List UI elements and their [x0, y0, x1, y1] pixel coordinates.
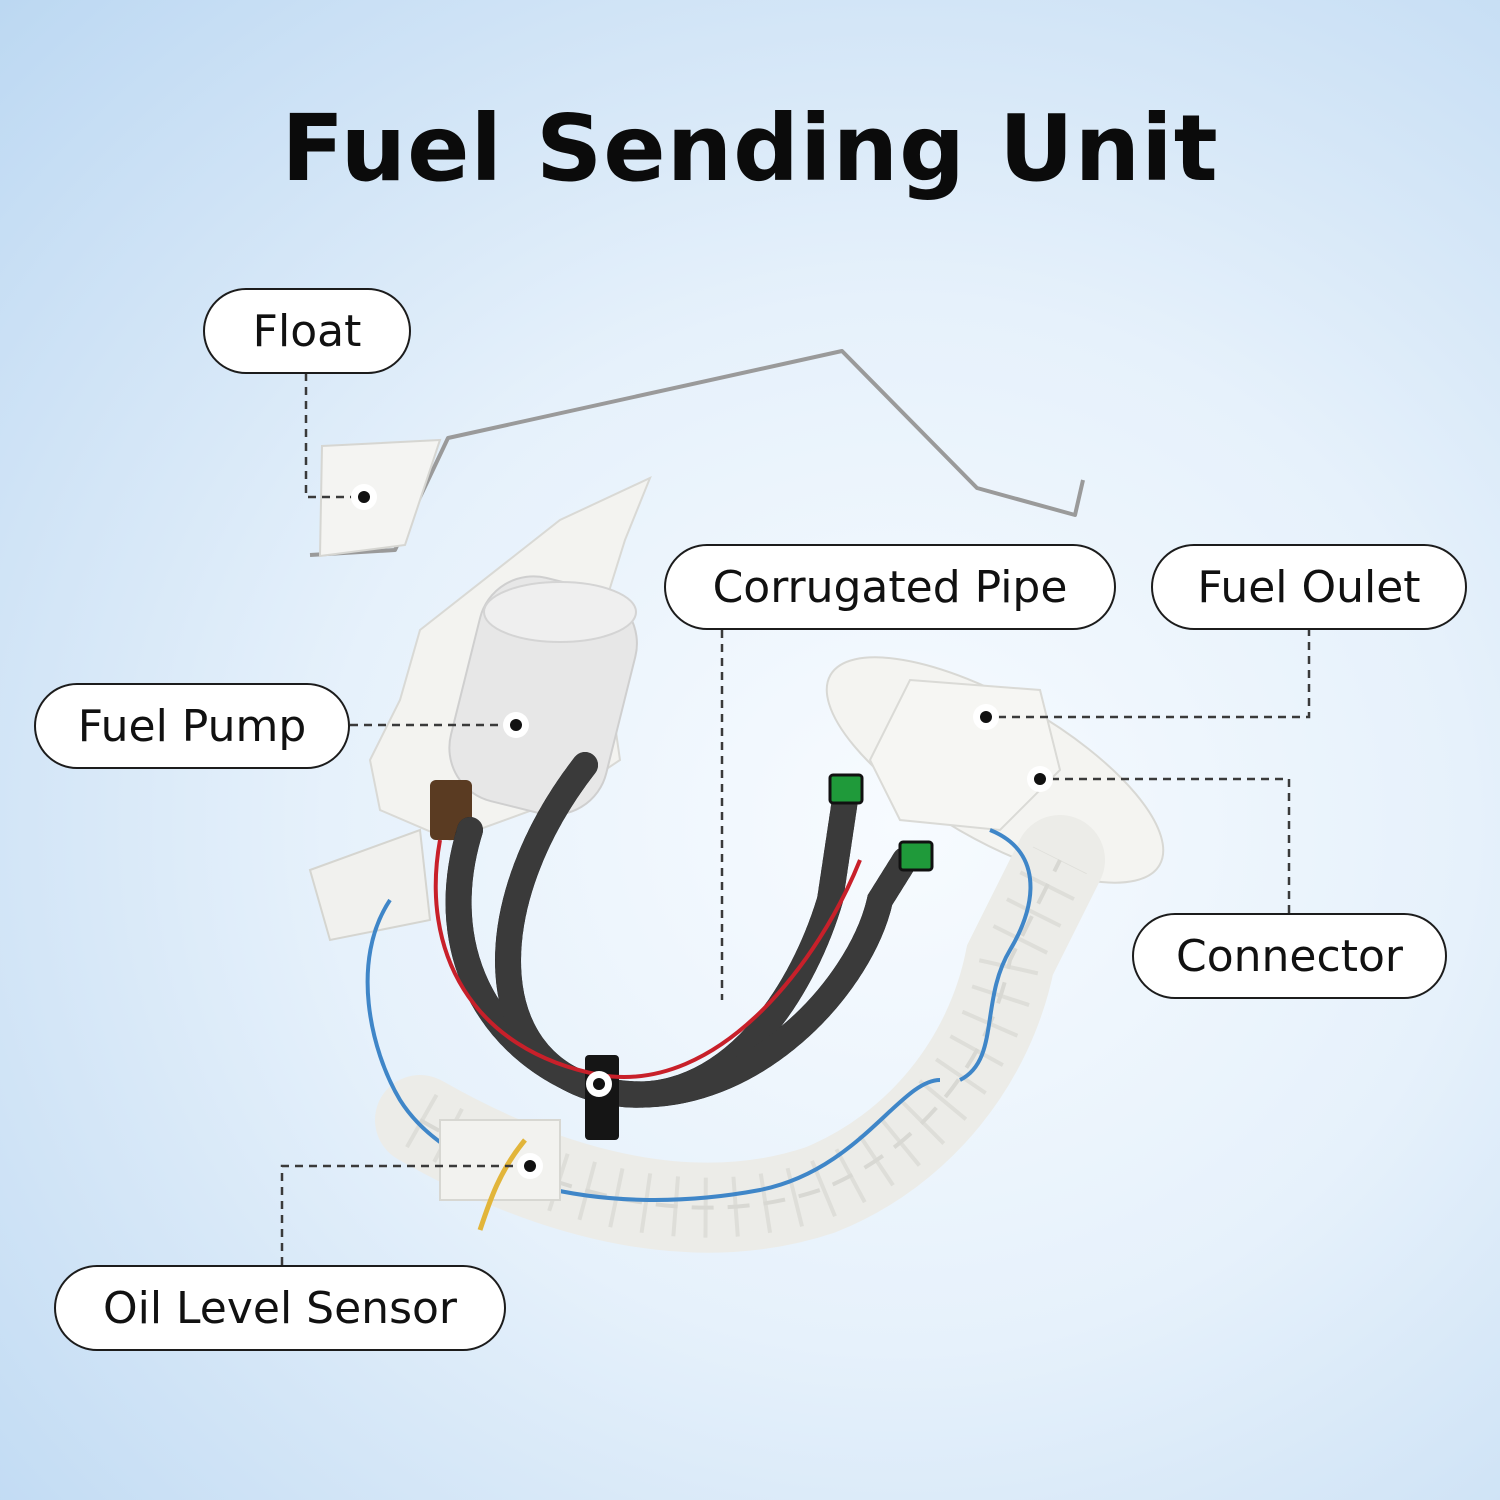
- corrugated-hoses: [445, 752, 918, 1140]
- connector-label: Connector: [1132, 913, 1447, 999]
- float-dot: [351, 484, 377, 510]
- fuel-outlet-label: Fuel Oulet: [1151, 544, 1467, 630]
- corrugated-pipe-dot: [586, 1071, 612, 1097]
- fuel-pump-dot: [503, 712, 529, 738]
- oil-level-sensor-label: Oil Level Sensor: [54, 1265, 506, 1351]
- quick-connectors: [828, 773, 934, 872]
- connector-dot: [1027, 766, 1053, 792]
- float-assembly: [309, 349, 1085, 558]
- corrugated-pipe-label: Corrugated Pipe: [664, 544, 1116, 630]
- float-label: Float: [203, 288, 411, 374]
- fuel-outlet-dot: [973, 704, 999, 730]
- oil-level-sensor-leader: [280, 1164, 530, 1265]
- oil-level-sensor-dot: [517, 1153, 543, 1179]
- level-sensor-body: [439, 1119, 561, 1231]
- page-title: Fuel Sending Unit: [281, 95, 1219, 202]
- leader-lines: [280, 373, 1311, 1265]
- fuel-pump-label: Fuel Pump: [34, 683, 350, 769]
- fuel-outlet-leader: [986, 628, 1311, 719]
- leader-dots: [351, 484, 1053, 1179]
- connector-leader: [1040, 777, 1291, 913]
- flange-plate: [825, 656, 1165, 884]
